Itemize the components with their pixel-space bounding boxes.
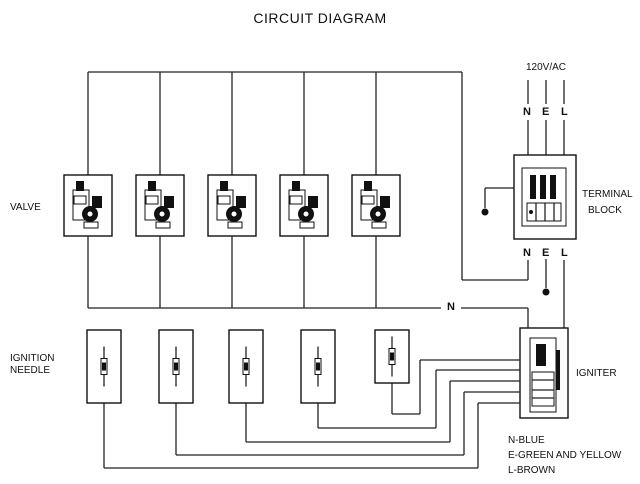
ignition-needle-2: [158, 329, 194, 404]
valve-label: VALVE: [10, 202, 41, 213]
terminal-top-n: N: [523, 106, 531, 118]
legend-live: L-BROWN: [508, 465, 556, 476]
diagram-title: CIRCUIT DIAGRAM: [253, 10, 387, 26]
terminal-block: [513, 154, 577, 240]
supply-voltage-label: 120V/AC: [526, 62, 567, 73]
mains-supply-wiring: [484, 80, 565, 328]
terminal-bottom-l: L: [561, 247, 568, 259]
ignition-needle-1: [86, 329, 122, 404]
ignition-needle-4: [300, 329, 336, 404]
ignition-needle-5: [374, 329, 410, 384]
ignition-needle-label-line1: IGNITION: [10, 353, 55, 364]
spark-electrode-icon: [388, 336, 396, 377]
spark-electrode-icon: [242, 346, 250, 387]
valve-5: [351, 174, 401, 237]
terminal-bottom-n: N: [523, 247, 531, 259]
spark-electrode-icon: [172, 346, 180, 387]
ground-icon: [481, 208, 489, 216]
ground-icon: [542, 288, 550, 296]
terminal-block-label-line1: TERMINAL: [582, 189, 633, 200]
solenoid-valve-icon: [360, 181, 390, 229]
legend-neutral: N-BLUE: [508, 435, 545, 446]
solenoid-valve-icon: [144, 181, 174, 229]
legend-earth: E-GREEN AND YELLOW: [508, 450, 622, 461]
ignition-needle-3: [228, 329, 264, 404]
solenoid-valve-icon: [72, 181, 102, 229]
terminal-top-e: E: [542, 106, 550, 118]
spark-electrode-icon: [314, 346, 322, 387]
igniter: [519, 327, 569, 419]
terminal-top-l: L: [561, 106, 568, 118]
spark-electrode-icon: [100, 346, 108, 387]
terminal-block-label-line2: BLOCK: [588, 205, 622, 216]
terminal-bottom-e: E: [542, 247, 550, 259]
solenoid-valve-icon: [288, 181, 318, 229]
valve-4: [279, 174, 329, 237]
valve-2: [135, 174, 185, 237]
igniter-label: IGNITER: [576, 368, 617, 379]
neutral-bus-label: N: [445, 301, 457, 313]
valve-1: [63, 174, 113, 237]
valve-3: [207, 174, 257, 237]
solenoid-valve-icon: [216, 181, 246, 229]
needle-wiring: [103, 359, 520, 469]
ignition-needle-label-line2: NEEDLE: [10, 365, 51, 376]
